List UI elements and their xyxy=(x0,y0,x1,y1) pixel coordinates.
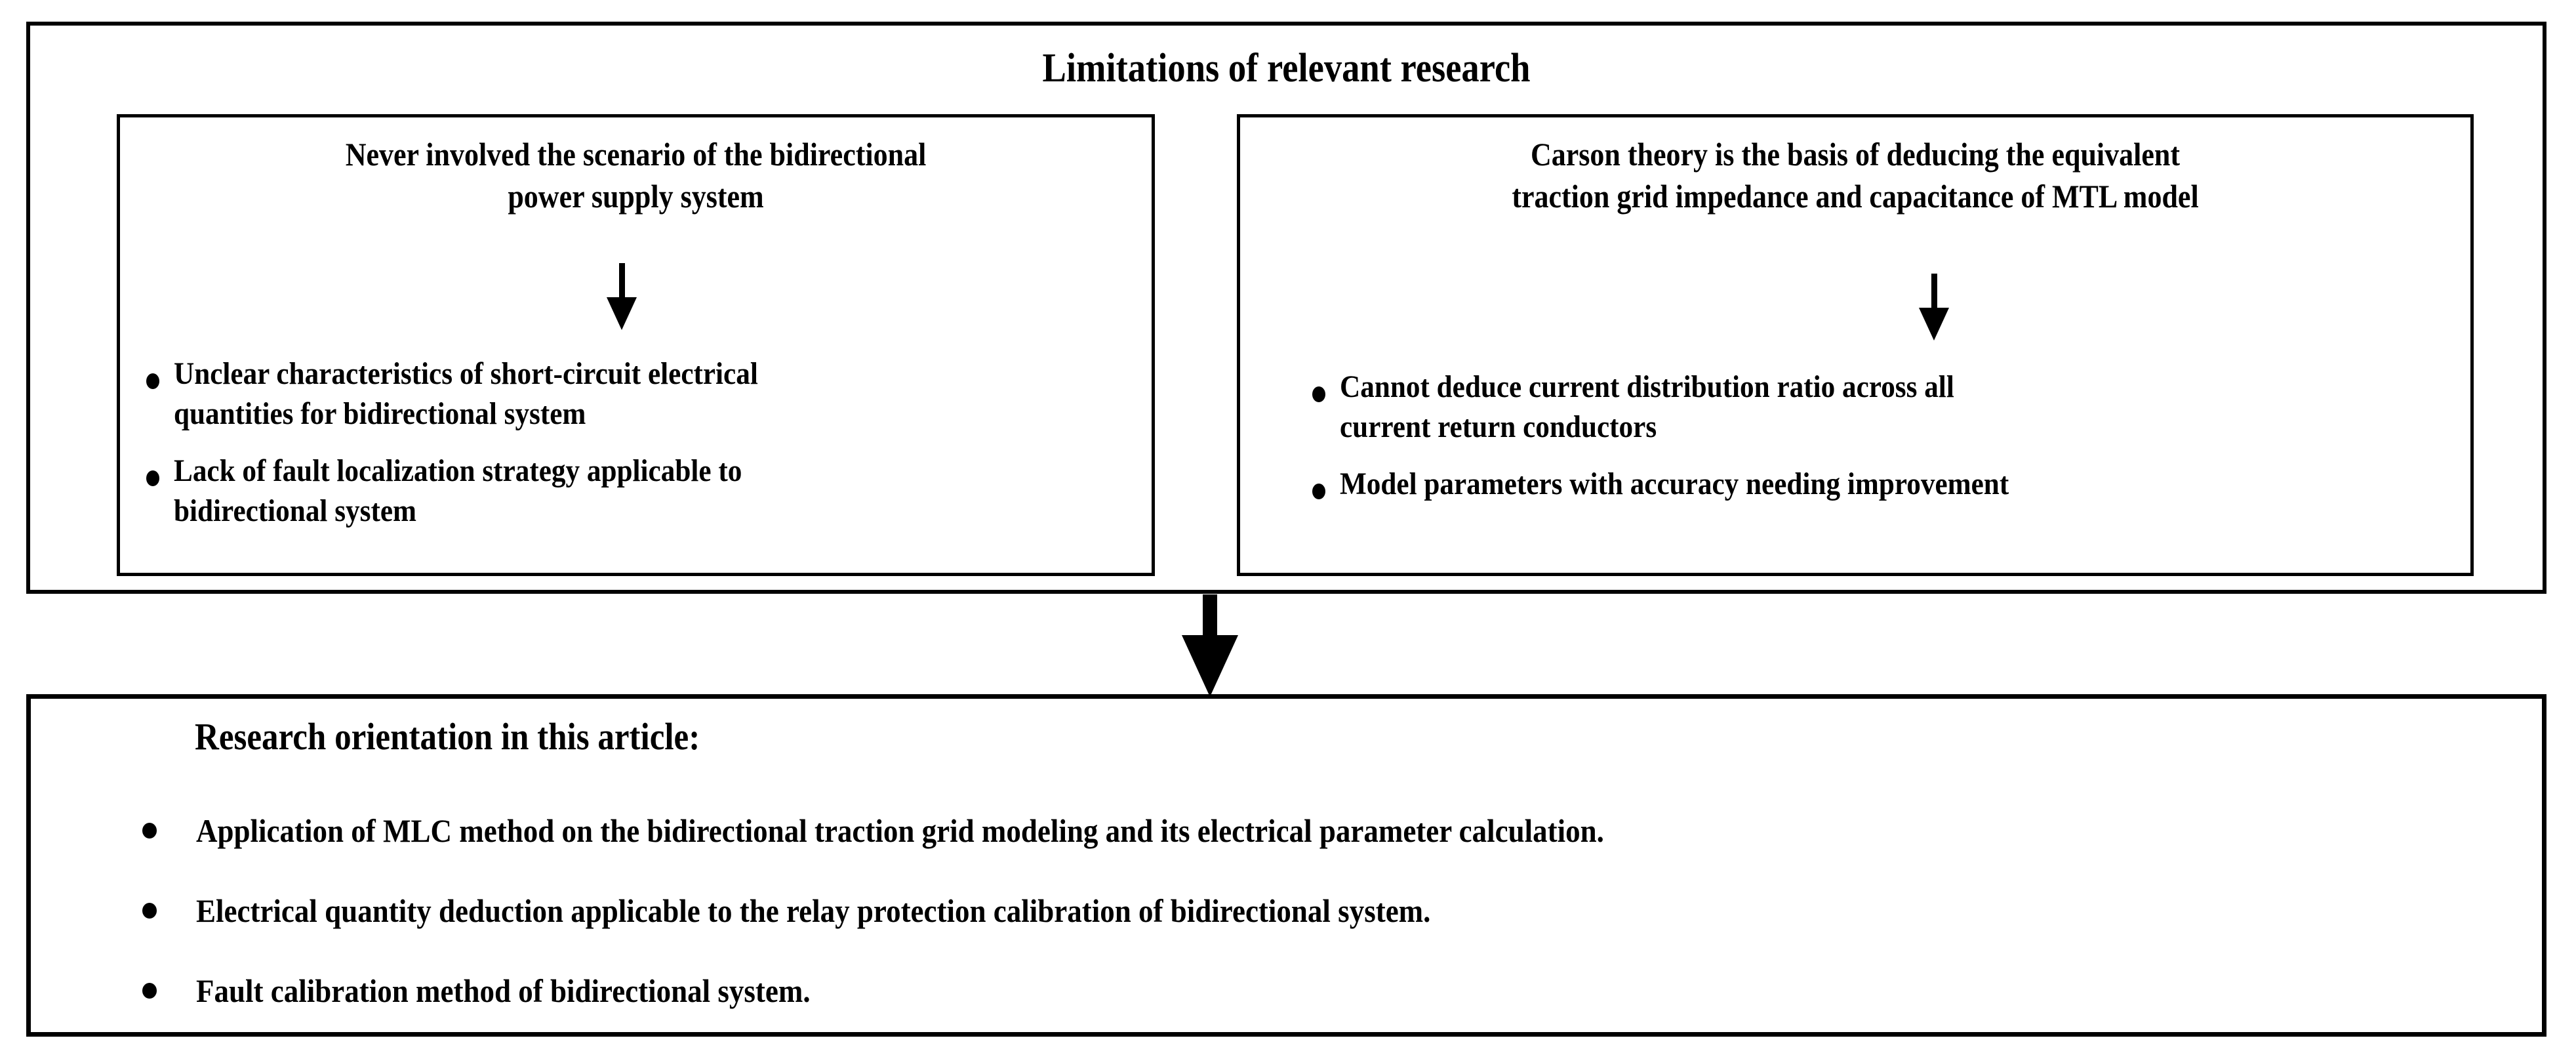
bullet-dot-icon xyxy=(142,983,157,999)
group-right-header-line-2: traction grid impedance and capacitance … xyxy=(1512,178,2199,215)
list-item-line-1: Cannot deduce current distribution ratio… xyxy=(1340,369,1954,404)
group-right-bullets: Cannot deduce current distribution ratio… xyxy=(1240,367,2543,521)
list-item: Fault calibration method of bidirectiona… xyxy=(142,951,2503,1031)
research-orientation-list: Application of MLC method on the bidirec… xyxy=(142,791,2503,1031)
list-item: Cannot deduce current distribution ratio… xyxy=(1312,367,2543,447)
arrow-shaft xyxy=(1931,274,1937,310)
list-item-line-2: quantities for bidirectional system xyxy=(174,396,586,431)
list-item-text: Electrical quantity deduction applicable… xyxy=(196,892,1431,929)
group-right-header: Carson theory is the basis of deducing t… xyxy=(1240,133,2470,217)
group-left-header-line-2: power supply system xyxy=(508,178,764,215)
limitation-group-left: Never involved the scenario of the bidir… xyxy=(117,114,1155,576)
bullet-dot-icon xyxy=(142,823,157,839)
group-left-header: Never involved the scenario of the bidir… xyxy=(120,133,1152,217)
list-item-line-2: current return conductors xyxy=(1340,409,1657,444)
list-item-line-2: bidirectional system xyxy=(174,493,416,528)
list-item-line-1: Model parameters with accuracy needing i… xyxy=(1340,466,2009,501)
list-item: Application of MLC method on the bidirec… xyxy=(142,791,2503,871)
panel-title: Research orientation in this article: xyxy=(195,715,700,758)
bullet-dot-icon xyxy=(1312,484,1325,499)
bullet-dot-icon xyxy=(142,903,157,919)
bullet-dot-icon xyxy=(146,373,159,389)
arrow-head xyxy=(1919,308,1949,341)
research-orientation-panel: Research orientation in this article: Ap… xyxy=(26,694,2546,1037)
down-arrow-icon xyxy=(1182,594,1238,697)
arrow-head xyxy=(1182,635,1238,697)
arrow-head xyxy=(607,297,637,330)
list-item: Model parameters with accuracy needing i… xyxy=(1312,464,2543,504)
limitations-panel: Limitations of relevant research Never i… xyxy=(26,22,2546,594)
bullet-dot-icon xyxy=(1312,386,1325,402)
group-left-bullets: Unclear characteristics of short-circuit… xyxy=(120,354,1178,548)
list-item: Unclear characteristics of short-circuit… xyxy=(146,354,1178,434)
panel-title: Limitations of relevant research xyxy=(1042,46,1531,91)
list-item-line-1: Unclear characteristics of short-circuit… xyxy=(174,356,758,391)
list-item-text: Cannot deduce current distribution ratio… xyxy=(1340,367,1954,447)
list-item: Lack of fault localization strategy appl… xyxy=(146,451,1178,531)
limitation-group-right: Carson theory is the basis of deducing t… xyxy=(1237,114,2474,576)
arrow-shaft xyxy=(619,263,625,300)
group-right-header-line-1: Carson theory is the basis of deducing t… xyxy=(1530,136,2181,173)
bullet-dot-icon xyxy=(146,470,159,486)
arrow-shaft xyxy=(1203,594,1217,640)
list-item-text: Unclear characteristics of short-circuit… xyxy=(174,354,758,434)
list-item-text: Lack of fault localization strategy appl… xyxy=(174,451,742,531)
group-left-header-line-1: Never involved the scenario of the bidir… xyxy=(345,136,927,173)
list-item-text: Model parameters with accuracy needing i… xyxy=(1340,464,2009,504)
list-item: Electrical quantity deduction applicable… xyxy=(142,871,2503,951)
down-arrow-icon xyxy=(607,263,637,330)
list-item-text: Fault calibration method of bidirectiona… xyxy=(196,972,811,1009)
down-arrow-icon xyxy=(1919,274,1949,341)
list-item-line-1: Lack of fault localization strategy appl… xyxy=(174,453,742,488)
list-item-text: Application of MLC method on the bidirec… xyxy=(196,812,1604,849)
